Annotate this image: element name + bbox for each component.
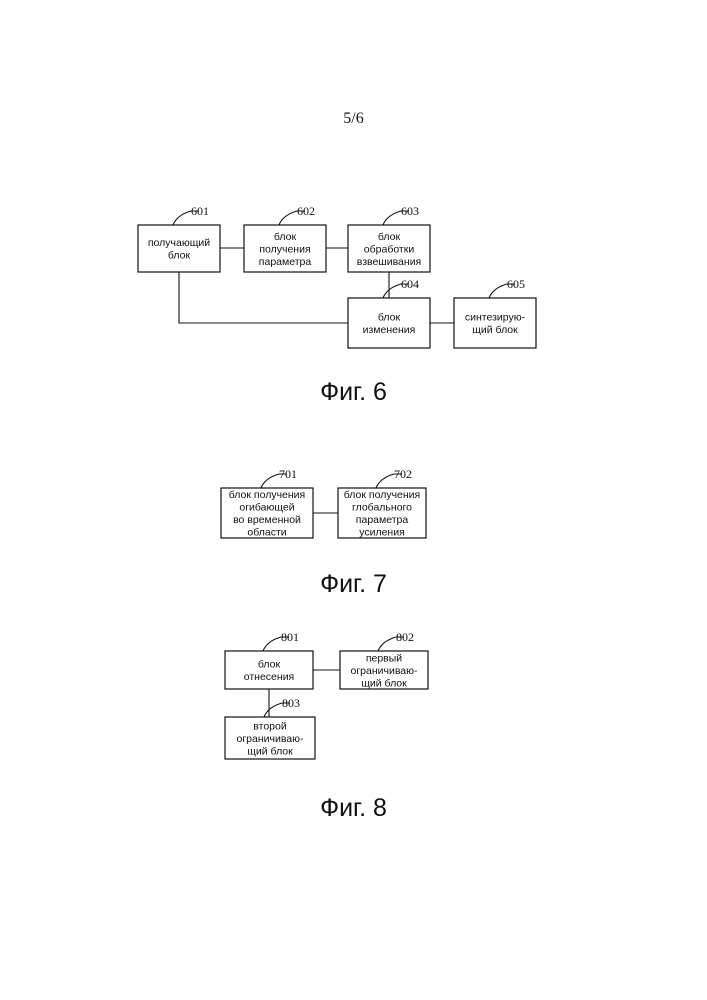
reference-numeral-801: 801 bbox=[263, 630, 299, 651]
reference-numeral-802: 802 bbox=[378, 630, 414, 651]
block-702-label: блок получения bbox=[344, 489, 420, 501]
block-802-label: ограничиваю- bbox=[350, 665, 418, 677]
block-602: блокполученияпараметра 602 bbox=[244, 204, 326, 272]
reference-numeral-text: 803 bbox=[282, 696, 300, 710]
block-601: получающийблок 601 bbox=[138, 204, 220, 272]
block-701-label: блок получения bbox=[229, 489, 305, 501]
reference-numeral-701: 701 bbox=[261, 467, 297, 488]
block-803-label: второй bbox=[253, 720, 287, 732]
reference-numeral-text: 605 bbox=[507, 277, 525, 291]
reference-numeral-702: 702 bbox=[376, 467, 412, 488]
block-605: синтезирую-щий блок 605 bbox=[454, 277, 536, 348]
block-802: первыйограничиваю-щий блок 802 bbox=[340, 630, 428, 689]
block-604-label: блок bbox=[378, 312, 401, 324]
figure-6-caption: Фиг. 6 bbox=[0, 378, 707, 407]
block-702-label: параметра bbox=[356, 514, 409, 526]
reference-numeral-text: 601 bbox=[191, 204, 209, 218]
block-702-label: усиления bbox=[359, 527, 405, 539]
figure-8-caption: Фиг. 8 bbox=[0, 794, 707, 823]
reference-numeral-605: 605 bbox=[489, 277, 525, 298]
block-802-label: первый bbox=[366, 652, 402, 664]
block-605-label: синтезирую- bbox=[465, 312, 526, 324]
reference-numeral-604: 604 bbox=[383, 277, 419, 298]
blocks-layer: получающийблок601блокполученияпараметра6… bbox=[138, 204, 536, 759]
block-602-label: получения bbox=[259, 243, 310, 255]
reference-numeral-text: 702 bbox=[394, 467, 412, 481]
block-601-label: получающий bbox=[148, 237, 210, 249]
connector-601-604 bbox=[179, 272, 348, 323]
reference-numeral-text: 602 bbox=[297, 204, 315, 218]
block-801-label: отнесения bbox=[244, 671, 295, 683]
block-701-label: области bbox=[247, 527, 286, 539]
block-605-label: щий блок bbox=[472, 324, 518, 336]
block-601-label: блок bbox=[168, 250, 191, 262]
block-701-label: огибающей bbox=[239, 502, 294, 514]
reference-numeral-text: 801 bbox=[281, 630, 299, 644]
reference-numeral-603: 603 bbox=[383, 204, 419, 225]
block-803-label: ограничиваю- bbox=[236, 733, 304, 745]
figure-7-caption: Фиг. 7 bbox=[0, 570, 707, 599]
block-803: второйограничиваю-щий блок 803 bbox=[225, 696, 315, 759]
block-702: блок полученияглобальногопараметраусилен… bbox=[338, 467, 426, 539]
block-603: блокобработкивзвешивания 603 bbox=[348, 204, 430, 272]
reference-numeral-text: 701 bbox=[279, 467, 297, 481]
block-604-label: изменения bbox=[363, 324, 416, 336]
block-603-label: взвешивания bbox=[357, 256, 422, 268]
block-801-label: блок bbox=[258, 659, 281, 671]
reference-numeral-text: 603 bbox=[401, 204, 419, 218]
block-803-label: щий блок bbox=[247, 745, 293, 757]
reference-numeral-text: 802 bbox=[396, 630, 414, 644]
reference-numeral-602: 602 bbox=[279, 204, 315, 225]
block-602-label: параметра bbox=[259, 256, 312, 268]
reference-numeral-601: 601 bbox=[173, 204, 209, 225]
block-802-label: щий блок bbox=[361, 677, 407, 689]
block-603-label: блок bbox=[378, 231, 401, 243]
block-603-label: обработки bbox=[364, 243, 415, 255]
block-702-label: глобального bbox=[352, 502, 412, 514]
block-801: блокотнесения 801 bbox=[225, 630, 313, 689]
block-602-label: блок bbox=[274, 231, 297, 243]
block-701-label: во временной bbox=[233, 514, 301, 526]
block-701: блок полученияогибающейво временнойоблас… bbox=[221, 467, 313, 539]
reference-numeral-text: 604 bbox=[401, 277, 419, 291]
